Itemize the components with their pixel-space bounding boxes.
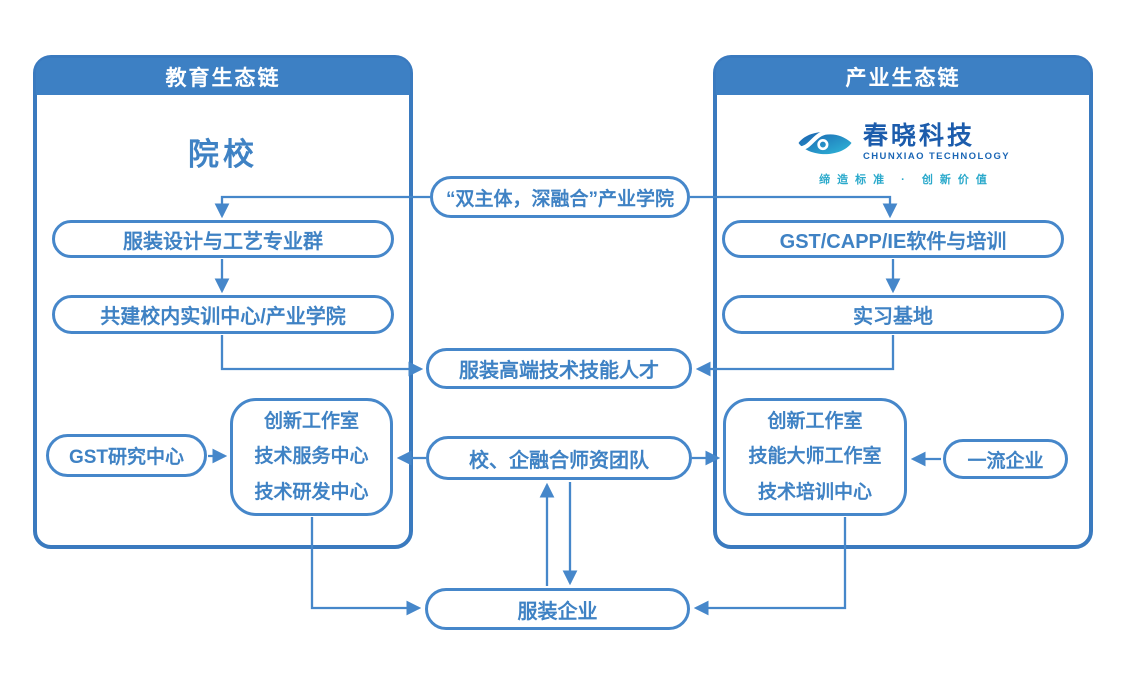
logo-text-block: 春晓科技 CHUNXIAO TECHNOLOGY — [863, 122, 1010, 163]
logo-company-name-en: CHUNXIAO TECHNOLOGY — [863, 151, 1010, 163]
chunxiao-logo-icon — [797, 129, 854, 154]
logo-company-name: 春晓科技 — [863, 122, 976, 150]
school-center-line: 创新工作室 — [263, 411, 359, 433]
school-title: 院校 — [188, 137, 258, 172]
school-center-line: 技术研发中心 — [254, 481, 369, 503]
enterprise-center-line: 创新工作室 — [767, 411, 863, 433]
education-chain-header: 教育生态链 — [36, 58, 410, 95]
logo-tagline: 缔造标准 · 创新价值 — [819, 174, 994, 187]
industry-chain-header: 产业生态链 — [716, 58, 1090, 95]
node-teacher-team: 校、企融合师资团队 — [426, 436, 692, 480]
node-training-center: 共建校内实训中心/产业学院 — [52, 295, 394, 334]
node-first-class-enterprise: 一流企业 — [943, 439, 1068, 479]
enterprise-center-line: 技能大师工作室 — [748, 446, 882, 468]
enterprise-center-line: 技术培训中心 — [757, 481, 872, 503]
education-chain-header-label: 教育生态链 — [165, 66, 281, 90]
school-center-line: 技术服务中心 — [254, 446, 369, 468]
industry-chain-header-label: 产业生态链 — [845, 66, 961, 90]
node-industry-college: “双主体，深融合”产业学院 — [430, 176, 690, 218]
node-internship-base: 实习基地 — [722, 295, 1064, 334]
node-fashion-design-group: 服装设计与工艺专业群 — [52, 220, 394, 258]
node-garment-enterprise: 服装企业 — [425, 588, 690, 630]
chunxiao-logo: 春晓科技 CHUNXIAO TECHNOLOGY 缔造标准 · 创新价值 — [717, 123, 1089, 187]
node-school-centers: 创新工作室 技术服务中心 技术研发中心 — [230, 398, 393, 516]
node-talent: 服装高端技术技能人才 — [426, 348, 692, 389]
node-gst-capp-training: GST/CAPP/IE软件与培训 — [722, 220, 1064, 258]
node-gst-research-center: GST研究中心 — [46, 434, 207, 477]
node-enterprise-centers: 创新工作室 技能大师工作室 技术培训中心 — [723, 398, 907, 516]
